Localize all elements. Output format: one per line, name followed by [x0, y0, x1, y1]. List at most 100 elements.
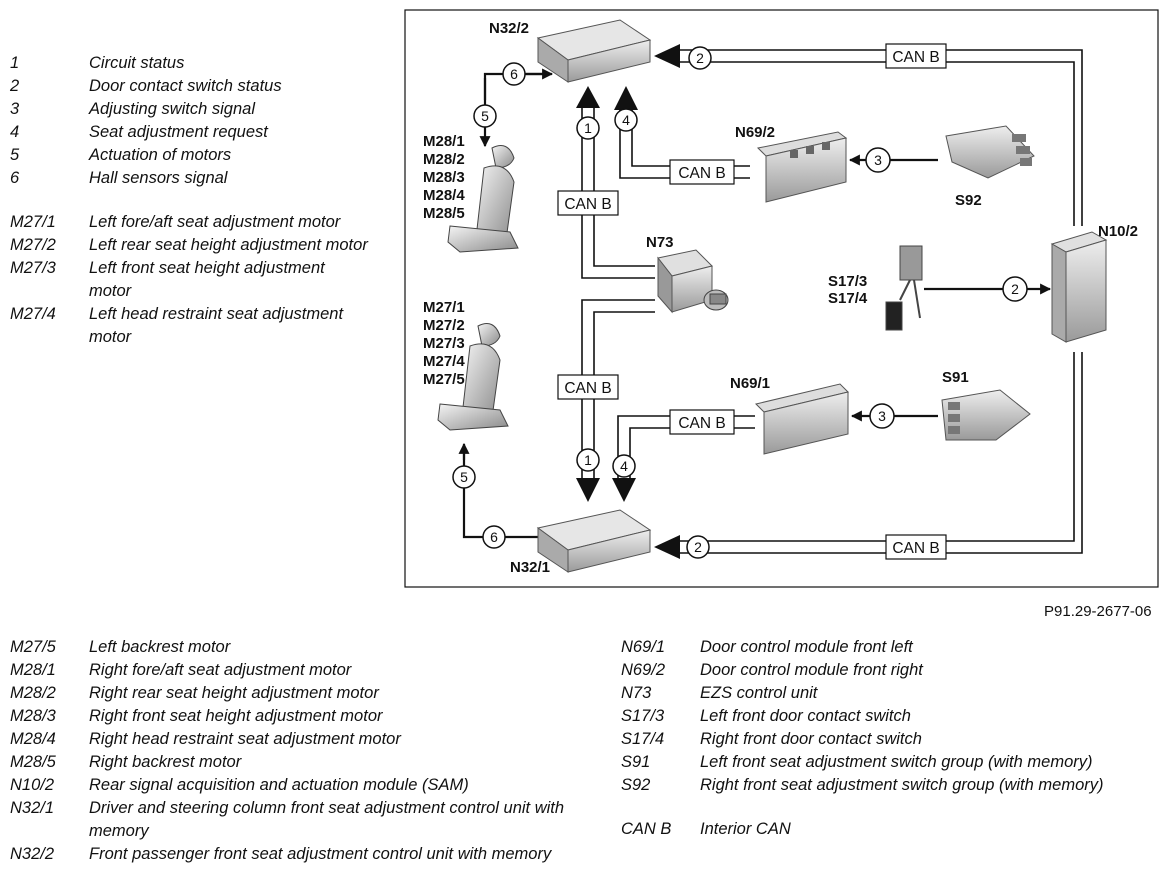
- signal-5-top: 5: [473, 104, 497, 128]
- signal-5-bottom: 5: [452, 465, 476, 489]
- label-m28-1: M28/1: [423, 133, 465, 150]
- legend-description: Actuation of motors: [89, 146, 232, 164]
- legend-code: N32/1: [10, 799, 55, 817]
- legend-top: 1 Circuit status 2 Door contact switch stat…: [10, 52, 370, 349]
- svg-text:1: 1: [584, 452, 592, 468]
- legend-description: Right head restraint seat adjustment mot…: [89, 730, 401, 748]
- legend-row: M27/1 Left fore/aft seat adjustment motor: [10, 211, 370, 234]
- legend-description: Adjusting switch signal: [89, 100, 255, 118]
- legend-code: M28/1: [10, 661, 56, 679]
- label-m28-4: M28/4: [423, 187, 465, 204]
- signal-3-top: 3: [865, 147, 891, 173]
- n69-1-door-module: N69/1: [730, 375, 849, 455]
- legend-description: Interior CAN: [700, 820, 791, 838]
- label-m28-5: M28/5: [423, 205, 465, 222]
- legend-code: N69/1: [621, 638, 666, 656]
- legend-code: S92: [621, 776, 651, 794]
- can-b-n73-top: CAN B: [564, 196, 611, 213]
- legend-code: 4: [10, 123, 20, 141]
- legend-code: N32/2: [10, 845, 55, 863]
- label-m28-3: M28/3: [423, 169, 465, 186]
- legend-description: Right backrest motor: [89, 753, 242, 771]
- legend-description: Rear signal acquisition and actuation mo…: [89, 776, 469, 794]
- legend-description: Door contact switch status: [89, 77, 282, 95]
- label-n73: N73: [646, 234, 674, 251]
- label-s17-3: S17/3: [828, 273, 867, 290]
- legend-description: Left backrest motor: [89, 638, 231, 656]
- label-n69-1: N69/1: [730, 375, 770, 392]
- legend-code: 5: [10, 146, 20, 164]
- s92-switch-group: S92: [945, 125, 1035, 209]
- legend-code: 2: [10, 77, 20, 95]
- signal-6-top: 6: [502, 62, 526, 86]
- svg-text:2: 2: [1011, 281, 1019, 297]
- legend-code: 1: [10, 54, 20, 72]
- legend-code: M28/2: [10, 684, 56, 702]
- legend-code: S91: [621, 753, 651, 771]
- can-b-n69-1: CAN B: [678, 415, 725, 432]
- svg-text:2: 2: [694, 539, 702, 555]
- label-s91: S91: [942, 369, 969, 386]
- n32-1-control-unit: N32/1: [510, 509, 652, 576]
- legend-code: M28/4: [10, 730, 56, 748]
- legend-description: Circuit status: [89, 54, 185, 72]
- svg-text:6: 6: [510, 66, 518, 82]
- legend-code: M27/1: [10, 213, 56, 231]
- label-m27-2: M27/2: [423, 317, 465, 334]
- label-s17-4: S17/4: [828, 290, 868, 307]
- legend-row: 4 Seat adjustment request: [10, 121, 370, 144]
- legend-code: M27/3: [10, 259, 56, 277]
- right-seat-m28: M28/1 M28/2 M28/3 M28/4 M28/5: [423, 133, 519, 253]
- legend-row: M27/4 Left head restraint seat adjustment…: [10, 303, 370, 349]
- legend-description: Right front seat height adjustment motor: [89, 707, 383, 725]
- label-n32-1: N32/1: [510, 559, 550, 576]
- legend-description: Seat adjustment request: [89, 123, 268, 141]
- legend-description: Right front door contact switch: [700, 730, 922, 748]
- legend-code: M28/5: [10, 753, 56, 771]
- legend-description: Front passenger front seat adjustment co…: [89, 845, 552, 863]
- label-m27-3: M27/3: [423, 335, 465, 352]
- arrowheads: [576, 44, 680, 559]
- legend-code: 6: [10, 169, 20, 187]
- signal-4-top: 4: [614, 108, 638, 132]
- svg-text:4: 4: [620, 458, 628, 474]
- legend-description: Hall sensors signal: [89, 169, 228, 187]
- signal-4-bottom: 4: [612, 454, 636, 478]
- n10-2-sam-module: N10/2: [1050, 223, 1138, 343]
- legend-code: M27/4: [10, 305, 56, 323]
- can-b-top: CAN B: [892, 49, 939, 66]
- legend-row: 6 Hall sensors signal: [10, 167, 370, 190]
- label-m28-2: M28/2: [423, 151, 465, 168]
- can-b-labels: CAN B CAN B CAN B CAN B CAN B CAN B: [557, 43, 947, 560]
- legend-row: M28/5 Right backrest motor: [10, 751, 570, 774]
- legend-description: Right rear seat height adjustment motor: [89, 684, 379, 702]
- signal-2-top: 2: [688, 46, 712, 70]
- legend-row: 1 Circuit status: [10, 52, 370, 75]
- legend-row: M28/4 Right head restraint seat adjustmen…: [10, 728, 570, 751]
- legend-code: S17/3: [621, 707, 665, 725]
- legend-code: N69/2: [621, 661, 666, 679]
- label-m27-1: M27/1: [423, 299, 465, 316]
- legend-description: EZS control unit: [700, 684, 818, 702]
- legend-description: Left head restraint seat adjustment moto…: [89, 305, 344, 346]
- signal-6-bottom: 6: [482, 525, 506, 549]
- door-contact-switch: S17/3 S17/4: [828, 245, 923, 331]
- svg-text:6: 6: [490, 529, 498, 545]
- can-b-n69-2: CAN B: [678, 165, 725, 182]
- figure-code: P91.29-2677-06: [1044, 603, 1152, 620]
- svg-text:4: 4: [622, 112, 630, 128]
- can-b-n73-bottom: CAN B: [564, 380, 611, 397]
- s91-switch-group: S91: [941, 369, 1031, 441]
- legend-description: Left fore/aft seat adjustment motor: [89, 213, 341, 231]
- legend-description: Left rear seat height adjustment motor: [89, 236, 368, 254]
- signal-2-switch: 2: [1002, 276, 1028, 302]
- label-m27-5: M27/5: [423, 371, 465, 388]
